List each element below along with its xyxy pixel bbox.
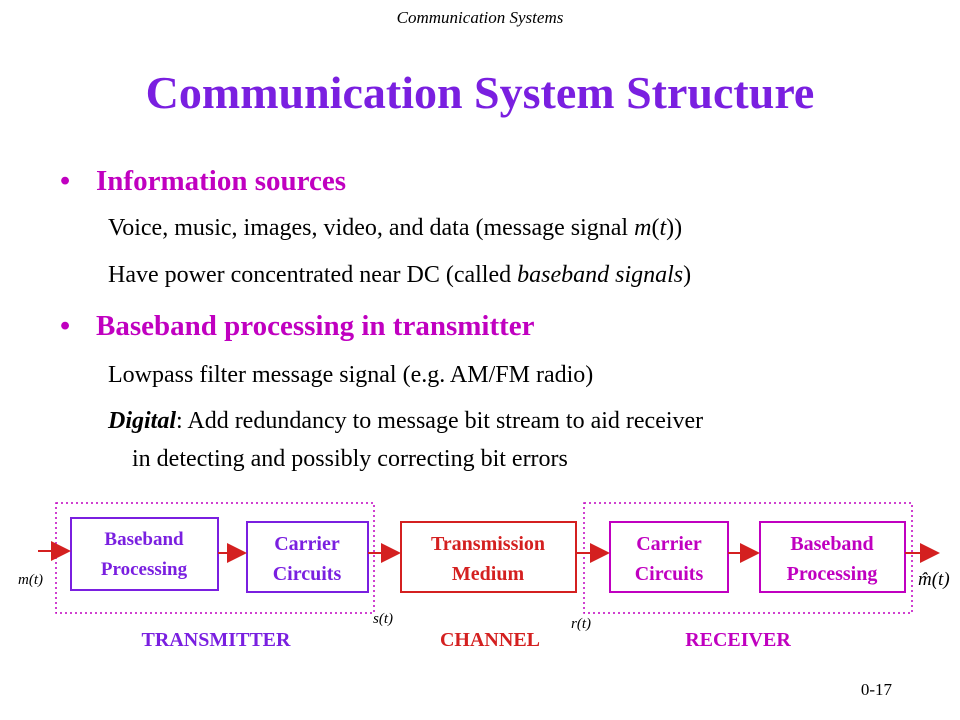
section-transmitter: TRANSMITTER [142, 629, 291, 651]
signal-s-label: s(t) [373, 611, 393, 627]
slide-title: Communication System Structure [145, 67, 815, 118]
text-italic: m [634, 215, 652, 241]
signal-r-label: r(t) [571, 616, 591, 632]
block-label: Circuits [273, 563, 342, 585]
text-part: Voice, music, images, video, and data (m… [108, 215, 635, 241]
sub-line-power-dc: Have power concentrated near DC (called … [108, 262, 691, 289]
sub-line-lowpass: Lowpass filter message signal (e.g. AM/F… [108, 362, 594, 388]
bullet-baseband-processing: • Baseband processing in transmitter [60, 310, 535, 343]
block-carrier-tx [246, 521, 369, 593]
section-receiver: RECEIVER [685, 629, 791, 651]
block-transmission-medium [400, 521, 577, 593]
block-label: Transmission [431, 533, 545, 555]
slide-number: 0-17 [860, 680, 892, 699]
bullet-heading: Baseband processing in transmitter [96, 310, 535, 342]
slide-header: Communication Systems [396, 8, 564, 27]
block-label: Processing [787, 563, 878, 585]
section-channel: CHANNEL [440, 629, 540, 651]
text-part: ( [651, 215, 660, 241]
block-diagram: Baseband Processing Carrier Circuits Tra… [18, 502, 950, 651]
block-label: Circuits [635, 563, 704, 585]
bullet-dot: • [60, 310, 71, 342]
text-part: : Add redundancy to message bit stream t… [176, 408, 704, 434]
text-bold-italic: Digital [108, 408, 177, 434]
block-baseband-tx [70, 517, 219, 591]
signal-output-label: m̂(t) [918, 569, 950, 590]
text-part: ) [683, 262, 692, 288]
sub-line-message-types: Voice, music, images, video, and data (m… [108, 215, 682, 242]
block-label: Baseband [790, 533, 873, 555]
text-italic: t [659, 215, 667, 241]
bullet-dot: • [60, 165, 71, 197]
block-label: Medium [452, 563, 525, 585]
block-label: Carrier [274, 533, 340, 555]
sub-line-digital: Digital: Add redundancy to message bit s… [108, 408, 703, 435]
bullet-information-sources: • Information sources [60, 165, 346, 198]
text-part: )) [666, 215, 683, 241]
block-label: Processing [101, 559, 188, 580]
block-label: Baseband [104, 529, 184, 550]
text-part: Have power concentrated near DC (called [108, 262, 518, 288]
sub-line-digital-cont: in detecting and possibly correcting bit… [132, 446, 568, 472]
block-baseband-rx [759, 521, 906, 593]
text-italic: baseband signals [517, 262, 684, 288]
block-carrier-rx [609, 521, 729, 593]
receiver-boundary [583, 502, 913, 614]
signal-input-label: m(t) [18, 572, 43, 588]
block-label: Carrier [636, 533, 702, 555]
bullet-heading: Information sources [96, 165, 346, 197]
